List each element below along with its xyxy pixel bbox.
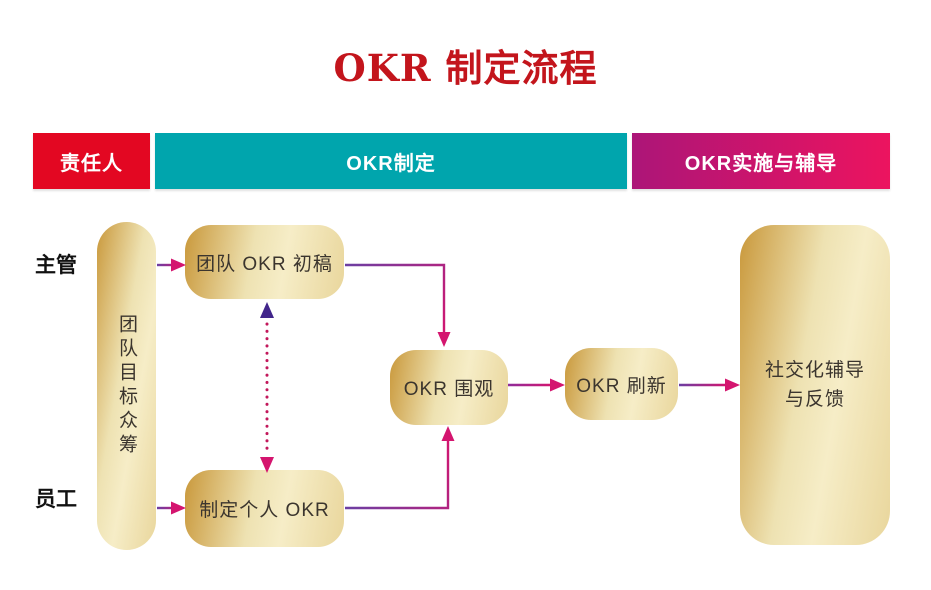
arrow-team-draft-to-review xyxy=(345,263,451,347)
header-segment-responsible: 责任人 xyxy=(33,133,150,189)
header-segment-okr-making: OKR制定 xyxy=(155,133,627,189)
arrow-review-to-refresh xyxy=(508,378,565,392)
node-okr-review: OKR 围观 xyxy=(390,350,508,425)
header-segment-responsible-label: 责任人 xyxy=(60,152,123,175)
node-okr-refresh: OKR 刷新 xyxy=(565,348,678,420)
arrow-personal-okr-to-review xyxy=(345,426,455,510)
row-label-employee: 员工 xyxy=(35,488,77,511)
node-team-goal-crowdfunding: 团队目标众筹 xyxy=(97,222,156,550)
arrow-refresh-to-coaching xyxy=(679,378,740,392)
node-social-coaching-feedback: 社交化辅导 与反馈 xyxy=(740,225,890,545)
dotted-double-arrow-team-draft-personal xyxy=(260,302,274,473)
header-segment-okr-implementation: OKR实施与辅导 xyxy=(632,133,890,189)
header-segment-okr-making-label: OKR制定 xyxy=(346,152,436,175)
node-personal-okr: 制定个人 OKR xyxy=(185,470,344,547)
arrow-crowdfund-to-personal-okr xyxy=(157,501,186,515)
row-label-supervisor: 主管 xyxy=(35,254,77,277)
arrow-crowdfund-to-team-draft xyxy=(157,258,186,272)
node-team-okr-draft: 团队 OKR 初稿 xyxy=(185,225,344,299)
header-segment-okr-implementation-label: OKR实施与辅导 xyxy=(684,152,838,175)
page-title: OKR 制定流程 xyxy=(333,46,598,90)
